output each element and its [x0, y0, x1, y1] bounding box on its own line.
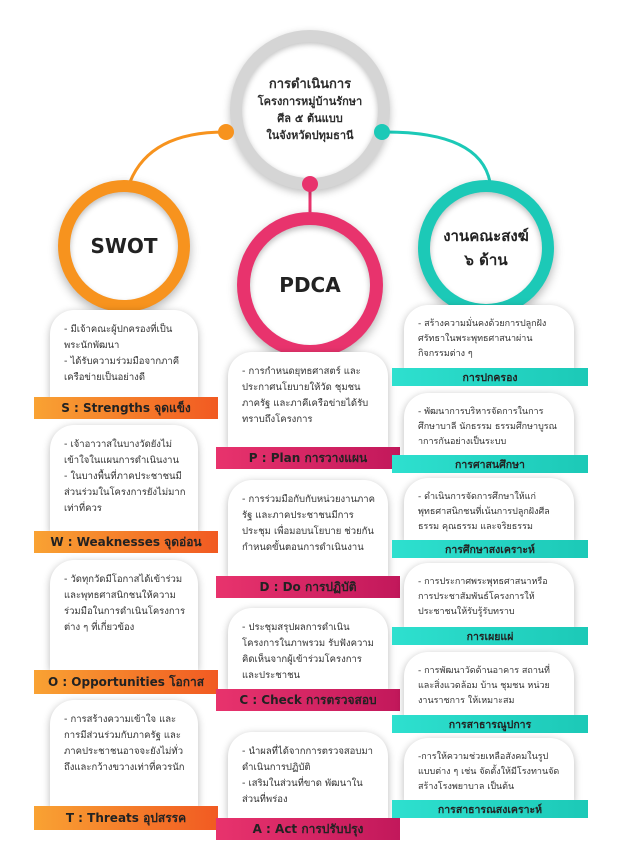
- swot-label-s: S : Strengths จุดแข็ง: [34, 397, 218, 419]
- list-item: - พัฒนาการบริหารจัดการในการศึกษาบาลี นัก…: [418, 407, 557, 447]
- center-title-line-4: ในจังหวัดปทุมธานี: [266, 129, 354, 142]
- center-title-line-1: การดำเนินการ: [268, 77, 352, 92]
- swot-label-t: T : Threats อุปสรรค: [34, 806, 218, 830]
- pdca-card-p: - การกำหนดยุทธศาสตร์ และประกาศนโยบายให้ว…: [228, 352, 388, 448]
- swot-label-w: W : Weaknesses จุดอ่อน: [34, 531, 218, 553]
- list-item: - การพัฒนาวัดด้านอาคาร สถานที่และสิ่งแวด…: [418, 666, 550, 706]
- pdca-card-a: - นำผลที่ได้จากการตรวจสอบมาดำเนินการปฏิบ…: [228, 732, 388, 820]
- list-item: - มีเจ้าคณะผู้ปกครองที่เป็นพระนักพัฒนา: [64, 324, 173, 351]
- sangha-card-governance: - สร้างความมั่นคงด้วยการปลูกฝังศรัทธาในพ…: [404, 305, 574, 371]
- list-item: - ได้รับความร่วมมือจากภาคีเครือข่ายเป็นอ…: [64, 356, 180, 383]
- sangha-title-line-2: ๖ ด้าน: [464, 251, 508, 269]
- swot-card-s: - มีเจ้าคณะผู้ปกครองที่เป็นพระนักพัฒนา -…: [50, 310, 198, 400]
- list-item: - เจ้าอาวาสในบางวัดยังไม่เข้าใจในแผนการด…: [64, 439, 179, 466]
- swot-label-o: O : Opportunities โอกาส: [34, 670, 218, 694]
- center-title-circle: การดำเนินการ โครงการหมู่บ้านรักษา ศีล ๕ …: [230, 30, 390, 190]
- pdca-circle: PDCA: [237, 212, 383, 358]
- sangha-connector-dot: [374, 124, 390, 140]
- list-item: - สร้างความมั่นคงด้วยการปลูกฝังศรัทธาในพ…: [418, 319, 547, 359]
- sangha-label-public-works: การสาธารณูปการ: [392, 715, 588, 733]
- sangha-card-propagation: - การประกาศพระพุทธศาสนาหรือการประชาสัมพั…: [404, 563, 574, 629]
- pdca-label-a: A : Act การปรับปรุง: [216, 818, 400, 840]
- connector-swot: [128, 130, 226, 183]
- sangha-title-line-1: งานคณะสงฆ์: [443, 227, 529, 245]
- pdca-connector-dot: [302, 176, 318, 192]
- list-item: - การกำหนดยุทธศาสตร์ และประกาศนโยบายให้ว…: [242, 366, 369, 425]
- swot-card-o: - วัดทุกวัดมีโอกาสได้เข้าร่วมและพุทธศาสน…: [50, 560, 198, 670]
- sangha-label-public-welfare: การสาธารณสงเคราะห์: [392, 800, 588, 818]
- sangha-card-public-works: - การพัฒนาวัดด้านอาคาร สถานที่และสิ่งแวด…: [404, 652, 574, 718]
- swot-circle: SWOT: [58, 180, 190, 312]
- list-item: - นำผลที่ได้จากการตรวจสอบมาดำเนินการปฏิบ…: [242, 746, 374, 773]
- sangha-label-governance: การปกครอง: [392, 368, 588, 386]
- sangha-card-religious-education: - พัฒนาการบริหารจัดการในการศึกษาบาลี นัก…: [404, 393, 574, 457]
- list-item: - เสริมในส่วนที่ขาด พัฒนาในส่วนที่พร่อง: [242, 778, 363, 805]
- swot-title: SWOT: [90, 234, 158, 258]
- sangha-card-public-welfare: -การให้ความช่วยเหลือสังคมในรูปแบบต่าง ๆ …: [404, 738, 574, 802]
- center-title: การดำเนินการ โครงการหมู่บ้านรักษา ศีล ๕ …: [242, 42, 378, 178]
- pdca-title: PDCA: [279, 273, 341, 297]
- center-title-line-3: ศีล ๕ ต้นแบบ: [277, 112, 343, 125]
- list-item: - การประกาศพระพุทธศาสนาหรือการประชาสัมพั…: [418, 577, 548, 617]
- pdca-label-p: P : Plan การวางแผน: [216, 447, 400, 469]
- pdca-label-d: D : Do การปฏิบัติ: [216, 576, 400, 598]
- sangha-circle: งานคณะสงฆ์ ๖ ด้าน: [418, 180, 554, 316]
- center-title-line-2: โครงการหมู่บ้านรักษา: [257, 95, 363, 108]
- list-item: - วัดทุกวัดมีโอกาสได้เข้าร่วมและพุทธศาสน…: [64, 574, 186, 633]
- list-item: - การร่วมมือกับกับหน่วยงานภาครัฐ และภาคป…: [242, 494, 375, 553]
- list-item: - ดำเนินการจัดการศึกษาให้แก่พุทธศาสนิกชน…: [418, 492, 550, 532]
- swot-card-t: - การสร้างความเข้าใจ และการมีส่วนร่วมกับ…: [50, 700, 198, 808]
- pdca-label-c: C : Check การตรวจสอบ: [216, 689, 400, 711]
- list-item: - การสร้างความเข้าใจ และการมีส่วนร่วมกับ…: [64, 714, 185, 773]
- list-item: - ประชุมสรุปผลการดำเนินโครงการในภาพรวม ร…: [242, 622, 374, 681]
- sangha-label-educational-welfare: การศึกษาสงเคราะห์: [392, 540, 588, 558]
- connector-sangha: [385, 130, 492, 183]
- list-item: -การให้ความช่วยเหลือสังคมในรูปแบบต่าง ๆ …: [418, 752, 560, 792]
- sangha-label-propagation: การเผยแผ่: [392, 627, 588, 645]
- list-item: - ในบางพื้นที่ภาคประชาชนมีส่วนร่วมในโครง…: [64, 471, 186, 514]
- swot-card-w: - เจ้าอาวาสในบางวัดยังไม่เข้าใจในแผนการด…: [50, 425, 198, 533]
- swot-connector-dot: [218, 124, 234, 140]
- pdca-card-c: - ประชุมสรุปผลการดำเนินโครงการในภาพรวม ร…: [228, 608, 388, 690]
- sangha-label-religious-education: การศาสนศึกษา: [392, 455, 588, 473]
- pdca-card-d: - การร่วมมือกับกับหน่วยงานภาครัฐ และภาคป…: [228, 480, 388, 578]
- sangha-card-educational-welfare: - ดำเนินการจัดการศึกษาให้แก่พุทธศาสนิกชน…: [404, 478, 574, 542]
